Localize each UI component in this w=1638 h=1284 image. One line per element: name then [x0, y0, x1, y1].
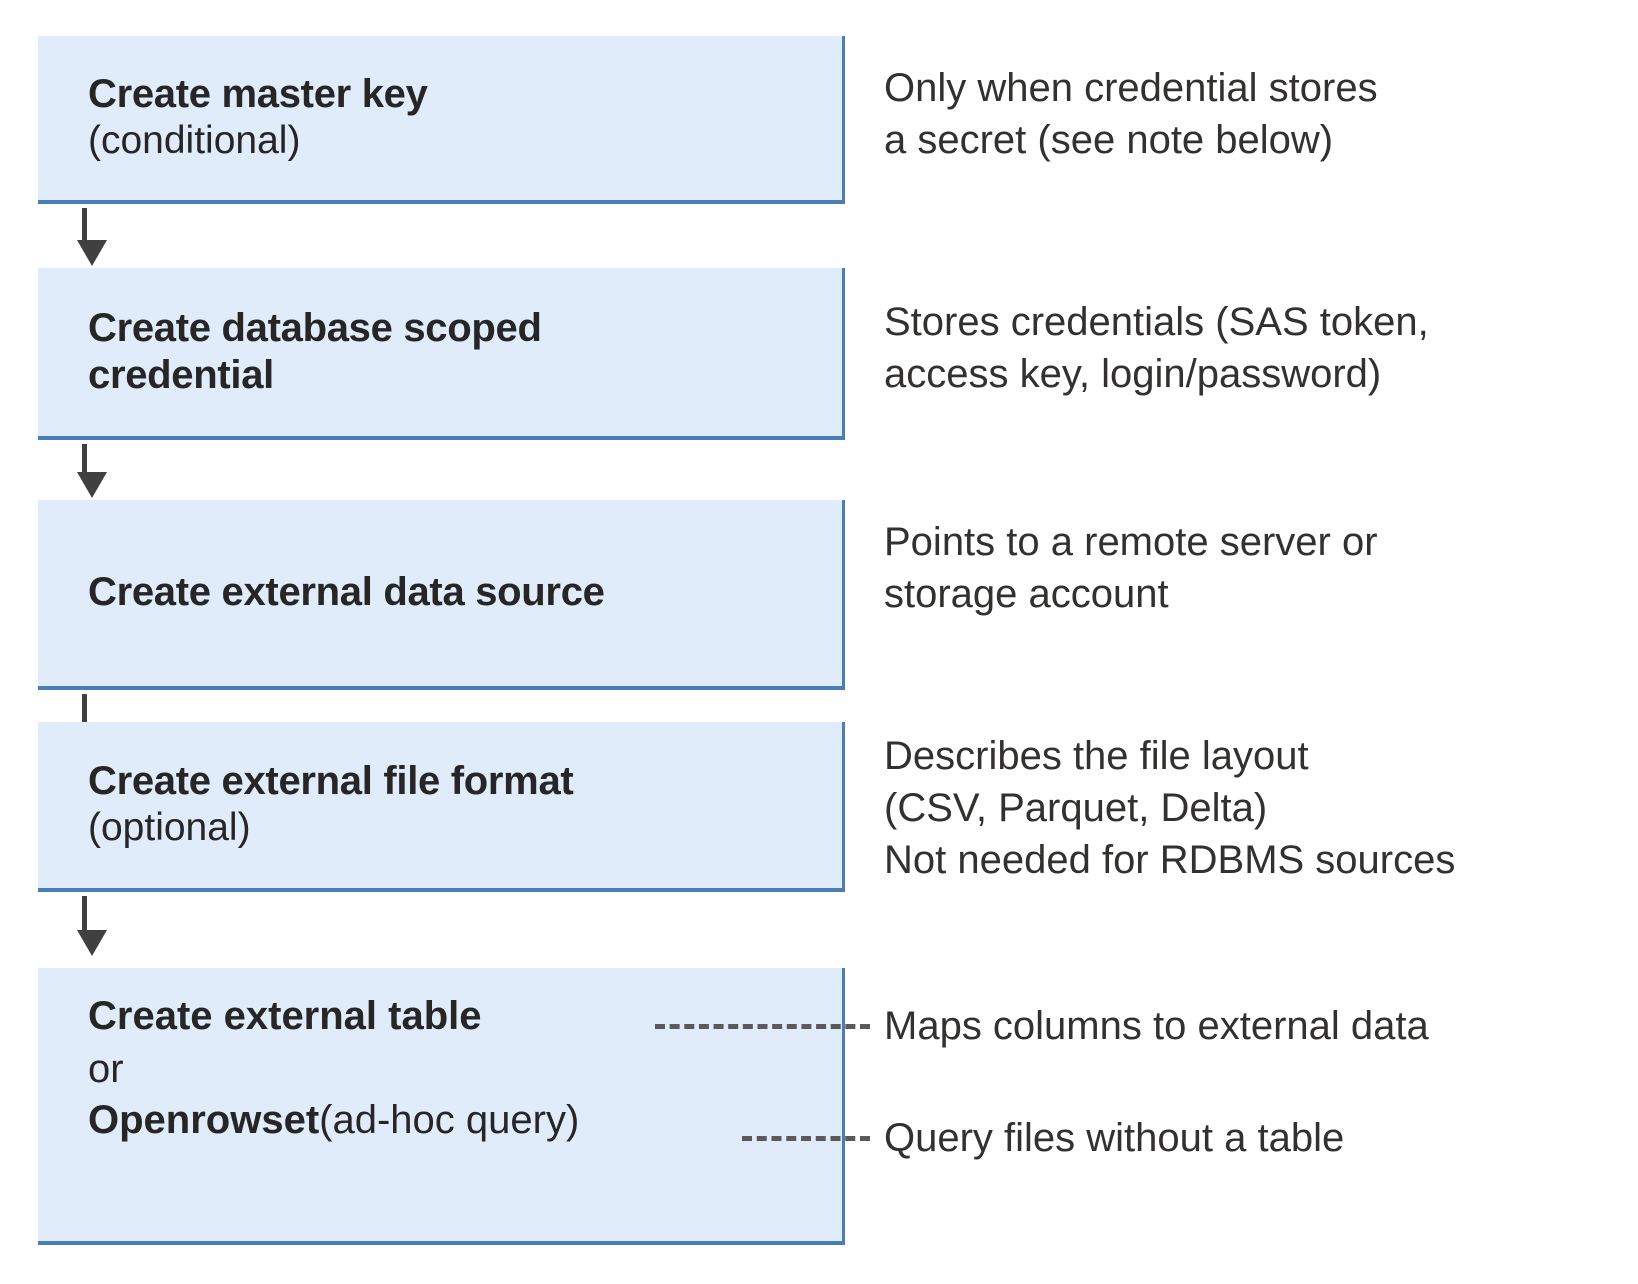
node-title: Create database scoped: [88, 305, 542, 350]
note-create-external-data-source: Points to a remote server or storage acc…: [884, 516, 1378, 620]
note-line: Only when credential stores: [884, 66, 1378, 110]
note-create-master-key: Only when credential stores a secret (se…: [884, 62, 1378, 166]
node-alt-suffix: (ad-hoc query): [319, 1098, 580, 1142]
dashed-connector-openrowset: [742, 1136, 870, 1141]
note-create-external-table: Maps columns to external data: [884, 1000, 1429, 1052]
node-title-row: Create external table: [88, 994, 842, 1039]
dashed-connector-external-table: [655, 1024, 870, 1029]
node-alt-title-row: Openrowset (ad-hoc query): [88, 1098, 842, 1143]
node-subtitle: (conditional): [88, 119, 301, 163]
note-openrowset: Query files without a table: [884, 1112, 1344, 1164]
node-alt-title: Openrowset: [88, 1098, 320, 1142]
node-create-master-key[interactable]: Create master key (conditional): [38, 36, 845, 204]
arrow-step4-to-step5: [77, 896, 107, 958]
node-create-external-file-format[interactable]: Create external file format (optional): [38, 722, 845, 892]
node-create-database-scoped-credential[interactable]: Create database scoped credential: [38, 268, 845, 440]
note-line: storage account: [884, 572, 1169, 616]
node-title: Create external table: [88, 994, 482, 1038]
node-subtitle: (optional): [88, 806, 251, 850]
note-create-external-file-format: Describes the file layout (CSV, Parquet,…: [884, 730, 1455, 886]
arrow-step2-to-step3: [77, 444, 107, 498]
note-line: Maps columns to external data: [884, 1004, 1429, 1048]
node-create-external-data-source[interactable]: Create external data source: [38, 500, 845, 690]
note-line: Describes the file layout: [884, 734, 1309, 778]
node-title-line2: credential: [88, 353, 274, 397]
note-line: Stores credentials (SAS token,: [884, 300, 1429, 344]
arrow-step1-to-step2: [77, 208, 107, 266]
note-line: Not needed for RDBMS sources: [884, 838, 1456, 882]
node-or-label: or: [88, 1047, 124, 1091]
note-line: Query files without a table: [884, 1116, 1345, 1160]
node-title: Create external data source: [88, 570, 605, 615]
node-create-external-table-or-openrowset[interactable]: Create external table or Openrowset (ad-…: [38, 968, 845, 1245]
note-line: (CSV, Parquet, Delta): [884, 786, 1268, 830]
node-title: Create master key: [88, 72, 428, 116]
note-line: access key, login/password): [884, 352, 1382, 396]
note-line: a secret (see note below): [884, 118, 1334, 162]
node-title: Create external file format: [88, 759, 574, 803]
note-create-database-scoped-credential: Stores credentials (SAS token, access ke…: [884, 296, 1429, 400]
note-line: Points to a remote server or: [884, 520, 1378, 564]
